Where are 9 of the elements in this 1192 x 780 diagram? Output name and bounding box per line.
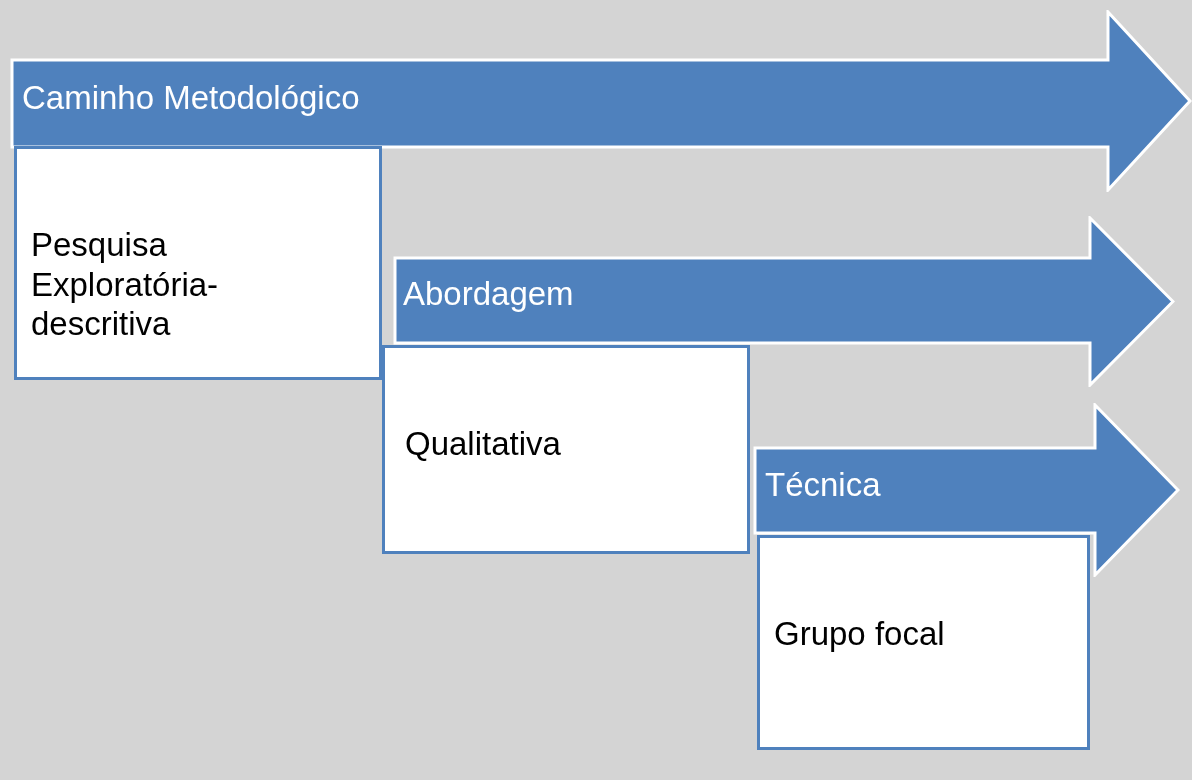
text-box: [757, 535, 1090, 750]
arrow-label: Técnica: [765, 465, 881, 505]
box-text: Qualitativa: [405, 424, 562, 464]
arrow-label: Caminho Metodológico: [22, 78, 360, 118]
arrow-label: Abordagem: [403, 274, 574, 314]
box-text: Pesquisa Exploratória-descritiva: [31, 225, 220, 344]
text-box: [382, 345, 750, 554]
text-box: [14, 146, 382, 380]
box-text: Grupo focal: [774, 614, 946, 654]
